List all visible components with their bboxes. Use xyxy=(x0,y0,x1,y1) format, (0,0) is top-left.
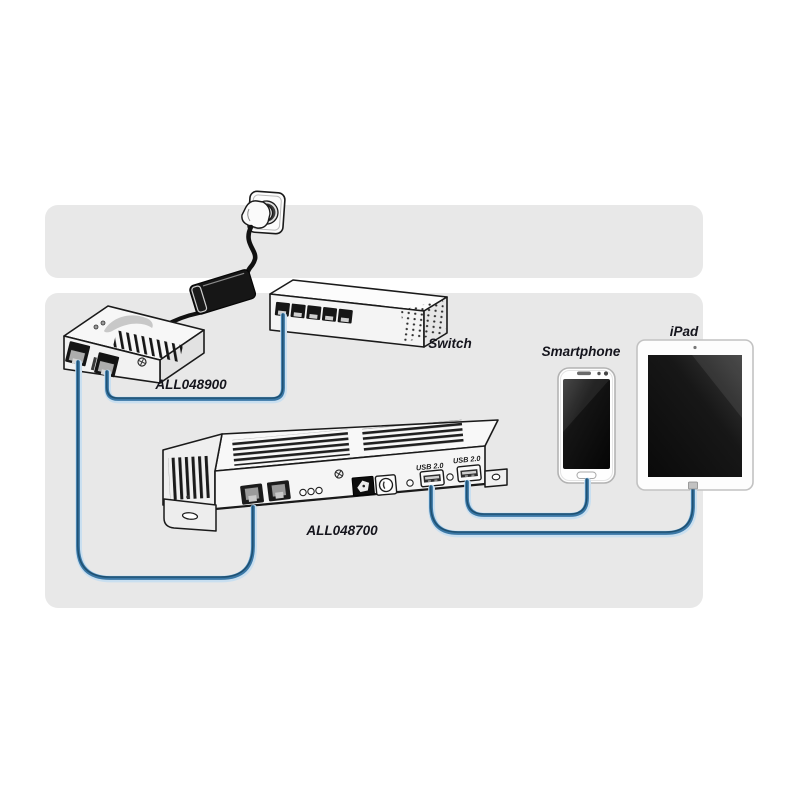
background-panel-top xyxy=(45,205,703,278)
injector-slot xyxy=(90,357,97,371)
usb-server-label: ALL048700 xyxy=(305,523,378,538)
ipad-label: iPad xyxy=(670,324,699,339)
usb-port-2 xyxy=(456,464,482,483)
usb-port-1 xyxy=(419,469,445,488)
cable-injector-to-switch xyxy=(104,312,288,404)
smartphone-camera xyxy=(603,371,609,376)
switch-ports xyxy=(274,301,353,324)
adapter-body xyxy=(189,269,257,315)
optical-port xyxy=(351,475,375,497)
smartphone-sensor xyxy=(597,371,601,376)
smartphone-screen-gloss xyxy=(563,379,610,432)
server-rj45-port-2 xyxy=(266,480,291,502)
switch-vent-dots xyxy=(401,300,446,342)
server-led-1 xyxy=(299,488,307,497)
ipad-dock-connector xyxy=(688,481,698,490)
labels: ALL048900 Switch ALL048700 Smartphone iP… xyxy=(154,324,699,538)
cable-usb-to-ipad xyxy=(428,484,698,538)
server-ear-slot-left xyxy=(181,512,199,520)
power-plug xyxy=(241,200,274,229)
server-led-usb2 xyxy=(446,473,454,481)
server-led-3 xyxy=(315,486,323,495)
usb-port-1-label: USB 2.0 xyxy=(416,461,444,473)
injector-device xyxy=(63,305,205,384)
injector-screw xyxy=(137,357,147,367)
smartphone-speaker xyxy=(577,371,591,376)
server-ear-slot-right xyxy=(491,473,501,481)
cable-injector-to-usb-server xyxy=(75,359,258,583)
injector-label: ALL048900 xyxy=(154,377,227,392)
switch-label: Switch xyxy=(428,336,472,351)
server-side-hole xyxy=(186,495,190,499)
smartphone-device xyxy=(557,367,616,484)
server-rj45-ports xyxy=(240,480,291,505)
power-adapter xyxy=(189,269,257,315)
server-bottom-edge xyxy=(214,482,486,511)
ipad-device xyxy=(636,339,754,491)
server-rj45-port-1 xyxy=(240,483,264,505)
switch-device xyxy=(269,279,448,348)
plug-body xyxy=(241,200,271,229)
smartphone-label: Smartphone xyxy=(542,344,621,359)
ipad-screen-gloss xyxy=(692,355,742,418)
injector-led-2 xyxy=(100,320,106,326)
usb-port-2-label: USB 2.0 xyxy=(453,454,481,466)
injector-led-1 xyxy=(93,324,99,330)
smartphone-screen xyxy=(563,379,610,469)
swoosh-logo-icon xyxy=(104,315,153,333)
server-led-usb1 xyxy=(406,479,414,487)
plug-detail-line xyxy=(247,208,251,222)
dc-power-jack xyxy=(374,474,398,496)
server-screw xyxy=(334,469,344,479)
usb-server-device: USB 2.0 USB 2.0 xyxy=(162,419,508,532)
injector-vents xyxy=(112,330,184,363)
ipad-camera xyxy=(693,345,697,350)
injector-port-2 xyxy=(94,352,120,378)
server-top-vents-right xyxy=(362,419,464,453)
smartphone-home-button xyxy=(576,471,597,479)
ipad-screen xyxy=(648,355,742,477)
server-side-vents xyxy=(168,455,211,500)
server-top-vents-left xyxy=(232,429,350,466)
power-cord-upper xyxy=(244,224,258,277)
cable-usb-to-smartphone xyxy=(464,477,592,520)
adapter-highlight xyxy=(202,272,245,287)
adapter-endcap xyxy=(191,285,208,313)
server-led-2 xyxy=(307,487,315,496)
